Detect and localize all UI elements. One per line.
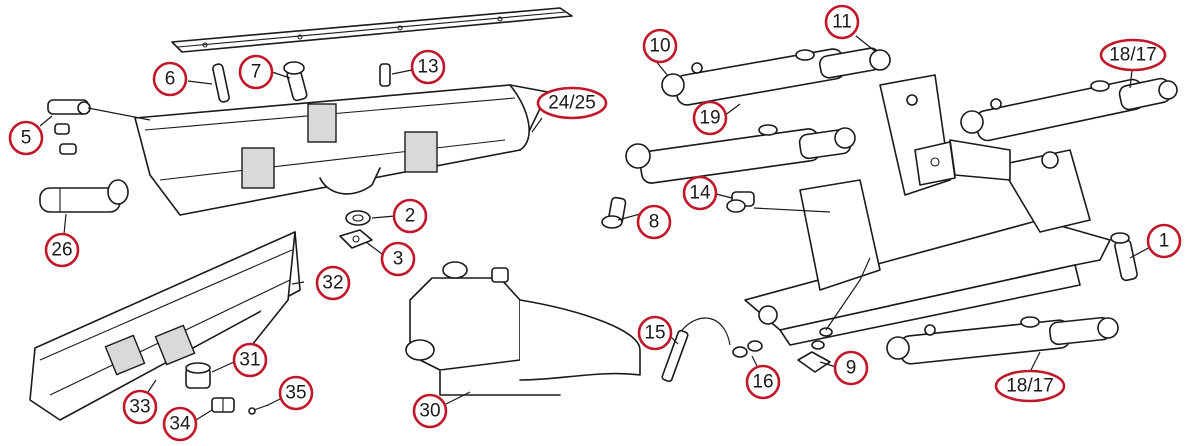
- hydraulic-cylinder-18-17-top: [960, 77, 1178, 142]
- callout-30: 30: [412, 393, 448, 429]
- callout-label: 8: [649, 212, 660, 233]
- callout-7: 7: [238, 54, 274, 90]
- callout-34: 34: [162, 406, 198, 442]
- callout-19: 19: [692, 100, 728, 136]
- callout-14: 14: [682, 175, 718, 211]
- pin-14: [726, 191, 831, 213]
- callout-label: 19: [699, 108, 720, 129]
- callout-label: 30: [419, 401, 440, 422]
- tilt-cylinder-small: [39, 179, 129, 213]
- callout-label: 24/25: [548, 93, 596, 114]
- callout-label: 11: [832, 12, 852, 33]
- pin-6: [212, 63, 230, 103]
- callout-label: 35: [285, 383, 306, 404]
- callout-3: 3: [380, 241, 416, 277]
- callout-18-17-bottom: 18/17: [994, 369, 1066, 403]
- callout-2: 2: [392, 198, 428, 234]
- callout-13: 13: [410, 49, 446, 85]
- cutting-edge-strip: [171, 7, 573, 53]
- dozer-blade-lower: [29, 231, 301, 421]
- callout-label: 33: [129, 397, 150, 418]
- callout-24-25: 24/25: [536, 86, 608, 120]
- callout-10: 10: [642, 28, 678, 64]
- bushing-31: [185, 362, 211, 389]
- callout-label: 32: [322, 273, 343, 294]
- bolt-35: [248, 404, 269, 415]
- hydraulic-cylinder-10: [661, 47, 891, 106]
- pin-13: [379, 63, 391, 87]
- pin-1: [1110, 232, 1138, 282]
- callout-35: 35: [278, 375, 314, 411]
- callout-label: 5: [21, 128, 32, 149]
- callout-label: 31: [239, 350, 260, 371]
- dozer-blade-top: [134, 84, 549, 216]
- callout-26: 26: [44, 232, 80, 268]
- callout-label: 18/17: [1109, 45, 1157, 66]
- callout-18-17-top: 18/17: [1099, 38, 1167, 72]
- callout-6: 6: [152, 61, 188, 97]
- callout-15: 15: [637, 315, 673, 351]
- bracket-parts-5: [47, 99, 151, 155]
- callout-label: 16: [752, 372, 773, 393]
- hydraulic-cylinder-19: [625, 124, 856, 184]
- callout-32: 32: [315, 265, 351, 301]
- plate-3: [339, 229, 373, 249]
- callout-label: 2: [405, 206, 416, 227]
- callout-label: 13: [417, 57, 438, 78]
- washer-16: [732, 340, 763, 358]
- pin-15: [661, 317, 731, 383]
- leader-lines: [39, 35, 1153, 421]
- callout-5: 5: [8, 120, 44, 156]
- callout-label: 1: [1159, 231, 1170, 252]
- callout-label: 9: [846, 358, 857, 379]
- hydraulic-cylinder-18-17-bottom: [886, 316, 1119, 365]
- callout-1: 1: [1146, 223, 1182, 259]
- callout-16: 16: [745, 364, 781, 400]
- callout-label: 14: [689, 183, 711, 204]
- push-frame-30: [405, 261, 641, 396]
- pin-7: [283, 61, 308, 102]
- callout-8: 8: [636, 204, 672, 240]
- callout-label: 34: [169, 414, 191, 435]
- callout-label: 10: [649, 36, 670, 57]
- hitch-hook: [319, 167, 381, 195]
- clamp-34: [211, 397, 235, 413]
- anchor-bracket-11: [914, 141, 956, 186]
- main-frame: [744, 74, 1111, 346]
- plate-9: [797, 257, 871, 373]
- callout-label: 7: [251, 62, 262, 83]
- callout-label: 3: [393, 249, 404, 270]
- callout-label: 6: [165, 69, 176, 90]
- callout-label: 15: [644, 323, 665, 344]
- callout-label: 26: [51, 240, 72, 261]
- pin-8: [601, 196, 627, 229]
- callout-33: 33: [122, 389, 158, 425]
- callout-9: 9: [833, 350, 869, 386]
- callout-11: 11: [824, 4, 860, 40]
- callout-31: 31: [232, 342, 268, 378]
- washer-2: [345, 210, 371, 226]
- callout-label: 18/17: [1006, 376, 1054, 397]
